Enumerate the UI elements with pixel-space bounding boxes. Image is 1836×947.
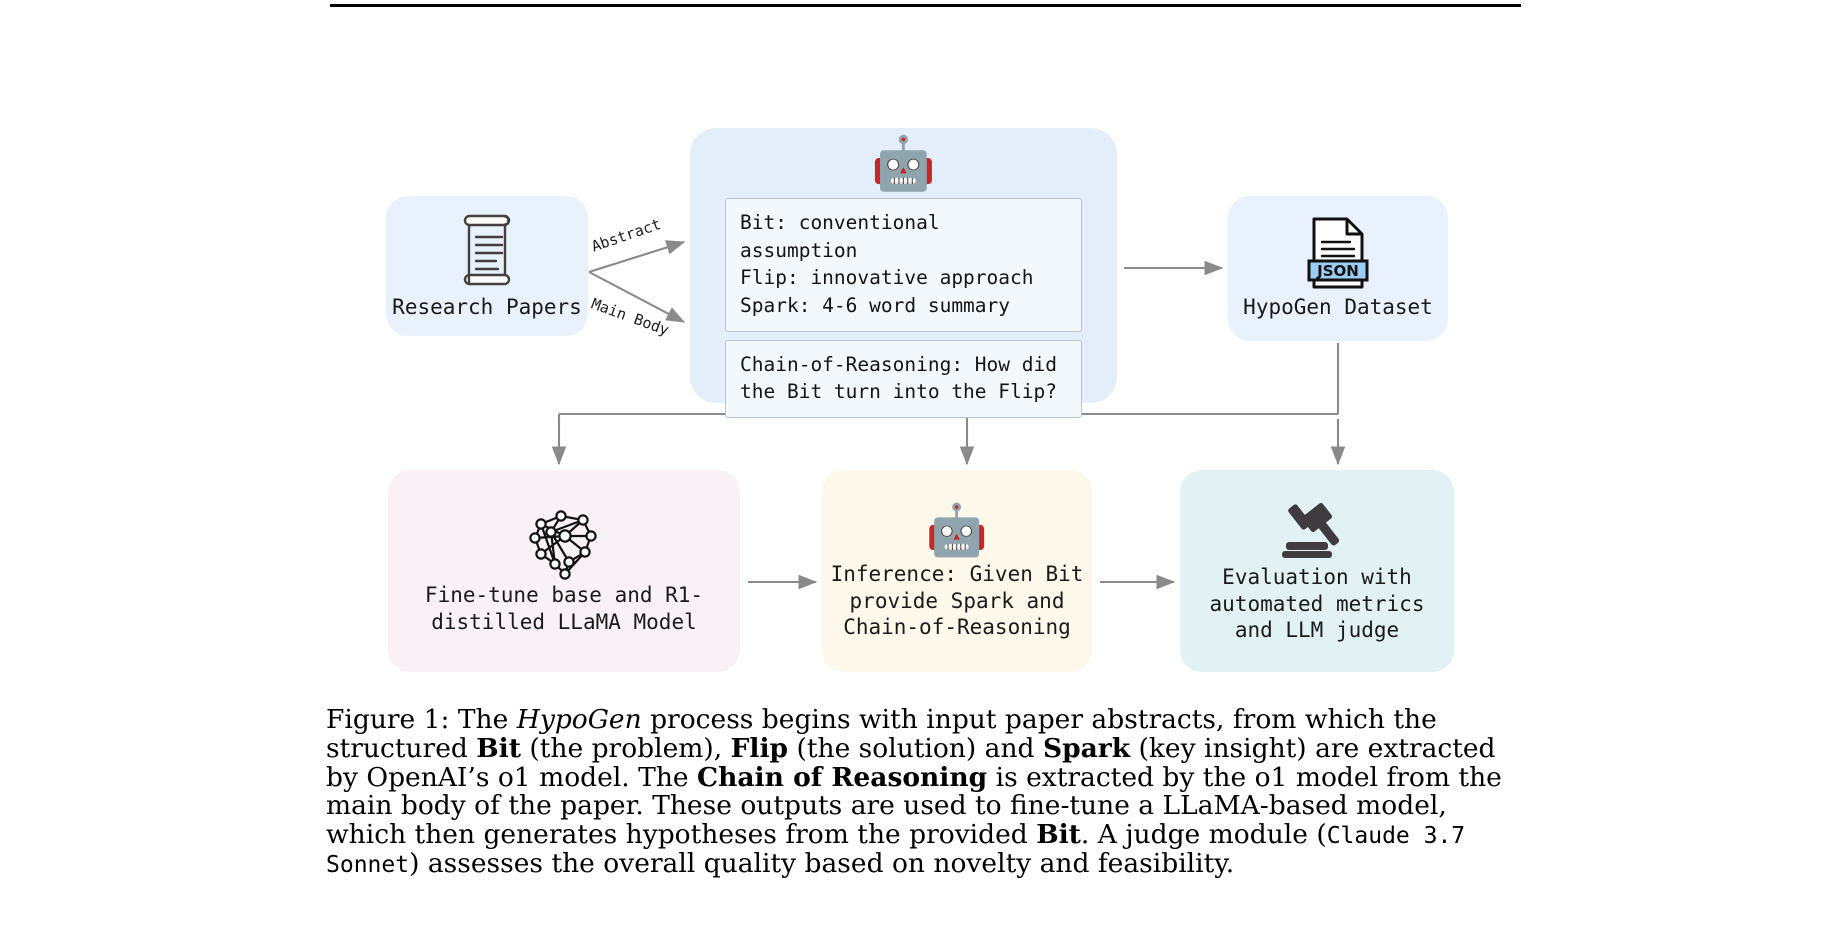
structured-output-box: Bit: conventional assumption Flip: innov… [725,198,1082,332]
caption-term-flip: Flip [730,732,789,764]
node-evaluation[interactable]: Evaluation with automated metrics and LL… [1180,470,1454,672]
structured-output-text: Bit: conventional assumption Flip: innov… [740,211,1034,318]
robot-icon: 🤖 [925,500,989,559]
caption-term-bit-2: Bit [1036,819,1081,850]
neural-network-icon [521,506,607,580]
figure-caption: Figure 1: The HypoGen process begins wit… [326,704,1526,879]
gavel-icon [1278,498,1356,562]
node-inference[interactable]: 🤖 Inference: Given Bit provide Spark and… [822,470,1092,672]
caption-term-spark: Spark [1042,732,1131,764]
edge-abstract [588,240,686,274]
node-hypogen-dataset[interactable]: JSON HypoGen Dataset [1228,196,1448,341]
edge-main-body [588,271,686,323]
node-research-papers[interactable]: Research Papers [386,196,588,336]
caption-seg2: (the problem), [521,732,731,764]
caption-seg7: ) assesses the overall quality based on … [409,847,1235,879]
node-label-evaluation: Evaluation with automated metrics and LL… [1209,564,1425,643]
caption-judge-model: Claude 3.7 Sonnet [326,823,1466,878]
node-label-finetune: Fine-tune base and R1- distilled LLaMA M… [424,583,704,634]
node-label-hypogen-dataset: HypoGen Dataset [1243,295,1433,320]
caption-prefix: Figure 1: The [326,704,517,735]
caption-figure-name: HypoGen [516,704,642,735]
json-badge-text: JSON [1316,262,1359,280]
caption-term-bit: Bit [476,732,521,764]
json-file-icon: JSON [1307,216,1369,290]
scroll-document-icon [452,212,522,288]
caption-seg1: process begins with input paper abstract… [326,704,1437,764]
node-extraction-panel[interactable]: 🤖 Bit: conventional assumption Flip: inn… [690,128,1117,419]
caption-seg5: is extracted by the o1 model from the ma… [326,761,1502,850]
node-label-inference: Inference: Given Bit provide Spark and C… [830,561,1084,640]
figure-canvas: Research Papers Abstract Main Body 🤖 Bit… [386,128,1454,672]
caption-seg6: . A judge module ( [1080,819,1327,850]
chain-of-reasoning-text: Chain-of-Reasoning: How did the Bit turn… [740,352,1057,404]
robot-icon: 🤖 [871,134,936,194]
node-label-research-papers: Research Papers [392,294,582,319]
node-finetune[interactable]: Fine-tune base and R1- distilled LLaMA M… [388,470,740,672]
page-top-rule [330,4,1521,7]
caption-seg3: (the solution) and [788,732,1043,764]
caption-seg4: (key insight) are extracted by OpenAI’s … [326,732,1496,793]
chain-of-reasoning-box: Chain-of-Reasoning: How did the Bit turn… [725,339,1082,419]
caption-term-chain: Chain of Reasoning [697,761,988,793]
